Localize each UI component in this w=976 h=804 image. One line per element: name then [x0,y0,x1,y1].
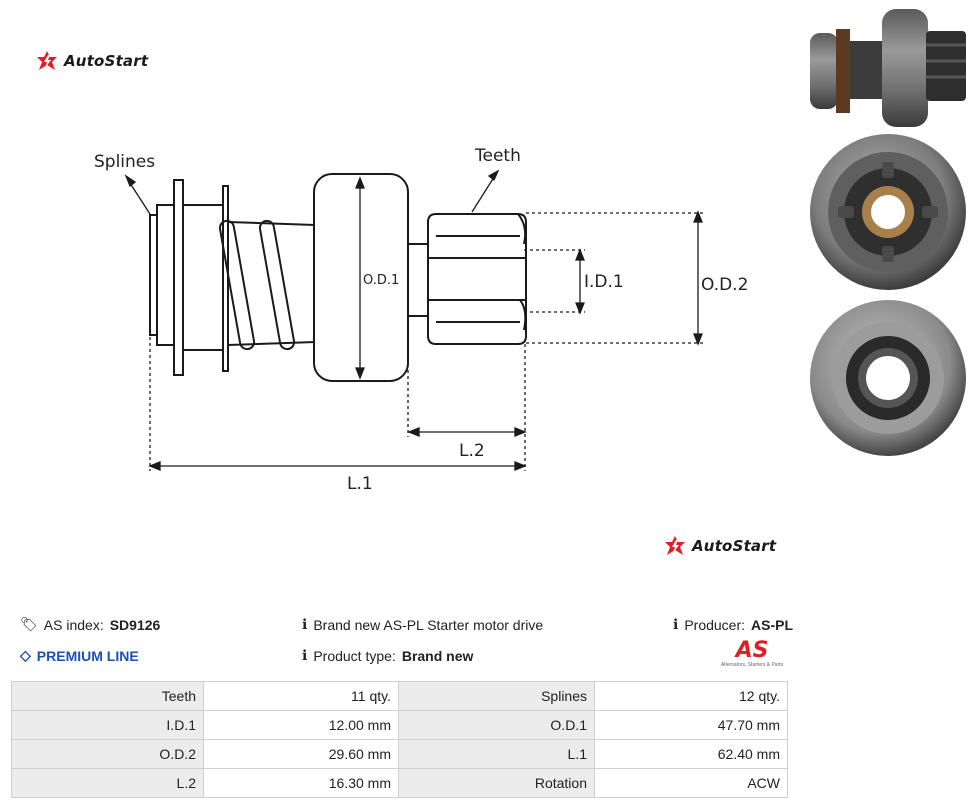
table-row: O.D.2 29.60 mm L.1 62.40 mm [11,739,788,769]
product-photo-back [810,300,966,456]
spec-label: Teeth [11,681,204,711]
product-type-value: Brand new [401,647,474,664]
producer-value: AS-PL [751,616,794,633]
product-type-label: Product type: [313,647,396,664]
autostart-logo-text: AutoStart [692,537,777,555]
info-circle-icon: ℹ [302,647,308,663]
diagram-label-od1: O.D.1 [363,273,400,288]
tags-icon: 🏷 [20,616,38,632]
spec-label: L.1 [398,739,595,769]
producer-label: Producer: [684,616,746,633]
producer: ℹ Producer: AS-PL [673,616,793,633]
spec-value: ACW [594,768,788,798]
spec-value: 62.40 mm [594,739,788,769]
spec-value: 12.00 mm [203,710,399,740]
as-index-label: AS index: [43,616,104,633]
as-pl-logo: AS Alternators, Starters & Parts [712,640,792,669]
table-row: I.D.1 12.00 mm O.D.1 47.70 mm [11,710,788,740]
diagram-label-od2: O.D.2 [701,275,749,295]
spec-label: Rotation [398,768,595,798]
diagram-label-id1: I.D.1 [584,272,624,292]
autostart-logo: AutoStart [36,50,148,72]
info-circle-icon: ℹ [302,616,308,632]
as-pl-logo-mark: AS [735,638,769,663]
splines-shape [149,214,158,336]
spec-value: 47.70 mm [594,710,788,740]
autostart-logo-secondary: AutoStart [664,535,776,557]
diagram-label-splines: Splines [94,152,156,172]
spec-label: O.D.1 [398,710,595,740]
diagram-label-l1: L.1 [347,474,373,494]
spec-value: 11 qty. [203,681,399,711]
starter-drive-diagram [124,169,705,471]
spec-value: 29.60 mm [203,739,399,769]
autostart-logo-icon [665,536,685,555]
autostart-logo-text: AutoStart [64,52,149,70]
spec-label: I.D.1 [11,710,204,740]
autostart-logo-icon [37,51,57,70]
spec-value: 16.30 mm [203,768,399,798]
table-row: L.2 16.30 mm Rotation ACW [11,768,788,798]
diagram-label-l2: L.2 [459,441,485,461]
diamond-icon: ◇ [20,647,31,663]
description-text: Brand new AS-PL Starter motor drive [313,616,544,633]
spec-label: Splines [398,681,595,711]
product-type: ℹ Product type: Brand new [302,647,473,664]
info-circle-icon: ℹ [673,616,679,632]
spec-value: 12 qty. [594,681,788,711]
product-photo-side [810,9,966,127]
diagram-label-teeth: Teeth [475,146,521,166]
as-index: 🏷 AS index: SD9126 [20,616,160,633]
specs-table: Teeth 11 qty. Splines 12 qty. I.D.1 12.0… [11,681,788,798]
premium-line-label: PREMIUM LINE [36,647,139,664]
pinion-gear [427,213,527,345]
as-index-value: SD9126 [109,616,161,633]
premium-line-link[interactable]: ◇ PREMIUM LINE [20,647,139,664]
spec-label: O.D.2 [11,739,204,769]
spec-label: L.2 [11,768,204,798]
table-row: Teeth 11 qty. Splines 12 qty. [11,681,788,711]
as-pl-logo-caption: Alternators, Starters & Parts [720,662,784,668]
product-description: ℹ Brand new AS-PL Starter motor drive [302,616,543,633]
product-photo-front [810,134,966,290]
